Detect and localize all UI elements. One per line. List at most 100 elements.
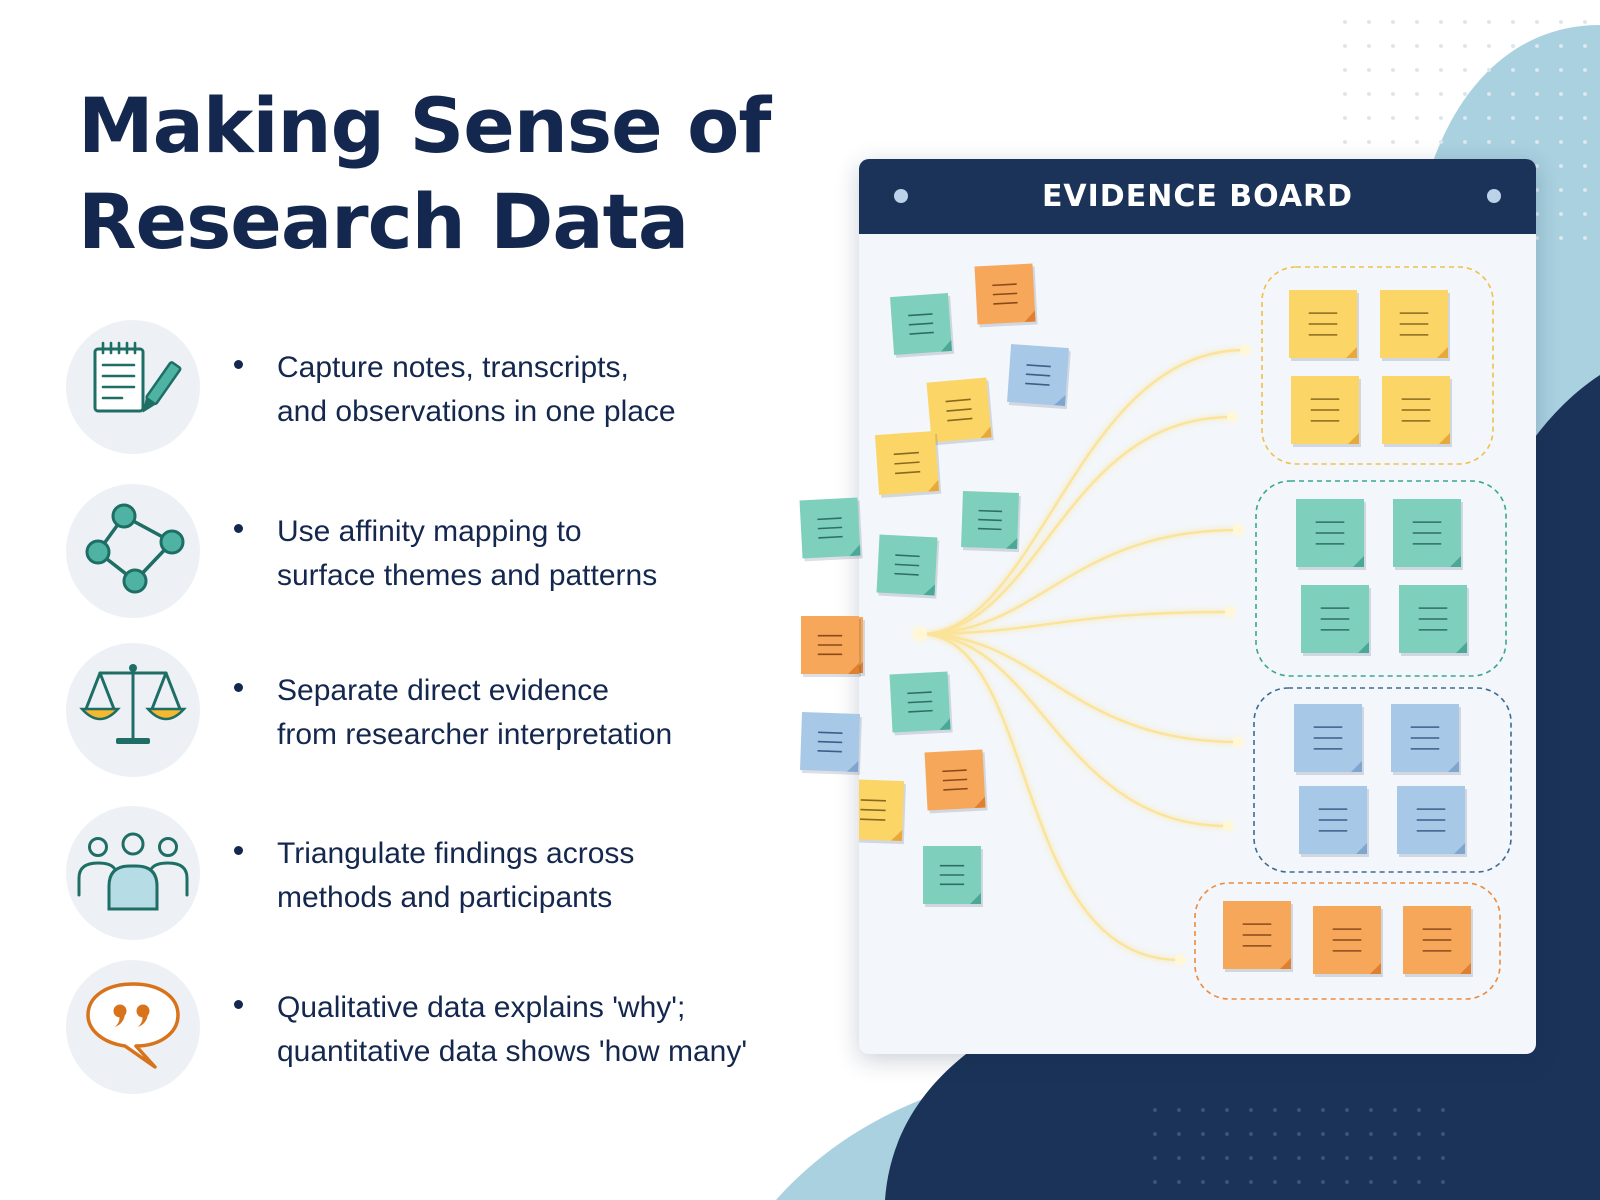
sticky-note: [926, 377, 994, 446]
dot: [1511, 44, 1515, 48]
dot: [1415, 140, 1419, 144]
cluster-boundary: [1194, 882, 1501, 1000]
dot: [1201, 1156, 1205, 1160]
dot: [1345, 1132, 1349, 1136]
dot: [1439, 140, 1443, 144]
dot: [1393, 1108, 1397, 1112]
dot: [1343, 92, 1347, 96]
overhang-notes: [799, 497, 863, 776]
bullet-point: [234, 1000, 243, 1009]
dot: [1297, 1180, 1301, 1184]
dot: [1417, 1156, 1421, 1160]
dot: [1153, 1156, 1157, 1160]
dot: [1177, 1108, 1181, 1112]
item-line: Separate direct evidence: [277, 674, 609, 707]
sticky-note: [1294, 704, 1364, 775]
dot: [1511, 140, 1515, 144]
list-item: Qualitative data explains 'why'; quantit…: [66, 960, 766, 1094]
dot: [1415, 44, 1419, 48]
dot: [1343, 44, 1347, 48]
dot: [1321, 1156, 1325, 1160]
dot: [1441, 1156, 1445, 1160]
dot: [1201, 1108, 1205, 1112]
dot: [1153, 1132, 1157, 1136]
connector-glow: [1175, 955, 1185, 965]
sticky-note: [1296, 499, 1366, 570]
sticky-note: [859, 617, 865, 676]
dot: [1369, 1156, 1373, 1160]
item-text: Triangulate findings across methods and …: [277, 832, 767, 920]
dot: [1369, 1108, 1373, 1112]
dot: [1225, 1180, 1229, 1184]
dot: [1367, 44, 1371, 48]
dot: [1583, 212, 1587, 216]
dot: [1249, 1108, 1253, 1112]
item-line: Triangulate findings across: [277, 837, 635, 870]
sticky-note: [859, 778, 906, 845]
dot: [1417, 1108, 1421, 1112]
dot: [1153, 1180, 1157, 1184]
cluster-boundary: [1255, 480, 1507, 677]
dot: [1441, 1108, 1445, 1112]
dot: [1225, 1156, 1229, 1160]
sticky-note: [974, 263, 1038, 328]
dot-pattern-bottom: [1153, 1108, 1445, 1184]
dot: [1559, 164, 1563, 168]
dot: [1345, 1180, 1349, 1184]
list-item: Separate direct evidence from researcher…: [66, 643, 766, 777]
dot: [1369, 1132, 1373, 1136]
dot: [1417, 1132, 1421, 1136]
dot: [1273, 1180, 1277, 1184]
dot: [1177, 1132, 1181, 1136]
balance-scale-icon: [66, 643, 200, 777]
dot: [1321, 1180, 1325, 1184]
dot: [1487, 140, 1491, 144]
dot: [1441, 1132, 1445, 1136]
dot: [1487, 92, 1491, 96]
sticky-note: [1393, 499, 1463, 570]
dot: [1273, 1132, 1277, 1136]
dot: [1201, 1132, 1205, 1136]
dot: [1463, 44, 1467, 48]
bullet-point: [234, 360, 243, 369]
dot: [1297, 1132, 1301, 1136]
dot: [1559, 236, 1563, 240]
dot: [1391, 44, 1395, 48]
sticky-note: [1380, 290, 1450, 361]
dot: [1415, 116, 1419, 120]
title-line-1: Making Sense of: [78, 81, 771, 170]
dot: [1441, 1180, 1445, 1184]
dot: [1583, 116, 1587, 120]
dot: [1559, 44, 1563, 48]
dot: [1321, 1132, 1325, 1136]
dot: [1153, 1108, 1157, 1112]
dot: [1225, 1132, 1229, 1136]
item-text: Capture notes, transcripts, and observat…: [277, 346, 767, 434]
dot: [1583, 164, 1587, 168]
title-line-2: Research Data: [78, 177, 689, 266]
dot: [1273, 1108, 1277, 1112]
item-line: Use affinity mapping to: [277, 515, 582, 548]
sticky-note: [800, 712, 862, 776]
people-group-icon: [66, 806, 200, 940]
dot: [1535, 164, 1539, 168]
sticky-note: [889, 671, 953, 736]
list-item: Capture notes, transcripts, and observat…: [66, 320, 766, 454]
dot: [1343, 140, 1347, 144]
dot: [1511, 20, 1515, 24]
sticky-note: [1397, 786, 1467, 857]
dot: [1463, 92, 1467, 96]
dot: [1369, 1180, 1373, 1184]
list-item: Use affinity mapping to surface themes a…: [66, 484, 766, 618]
dot: [1559, 212, 1563, 216]
dot: [1535, 44, 1539, 48]
sticky-note: [1299, 786, 1369, 857]
item-text: Use affinity mapping to surface themes a…: [277, 510, 767, 598]
sticky-note: [801, 616, 861, 677]
item-line: and observations in one place: [277, 395, 676, 428]
connector-origin: [913, 627, 927, 641]
dot: [1487, 44, 1491, 48]
item-line: Qualitative data explains 'why';: [277, 991, 686, 1024]
dot: [1249, 1132, 1253, 1136]
dot: [1583, 236, 1587, 240]
